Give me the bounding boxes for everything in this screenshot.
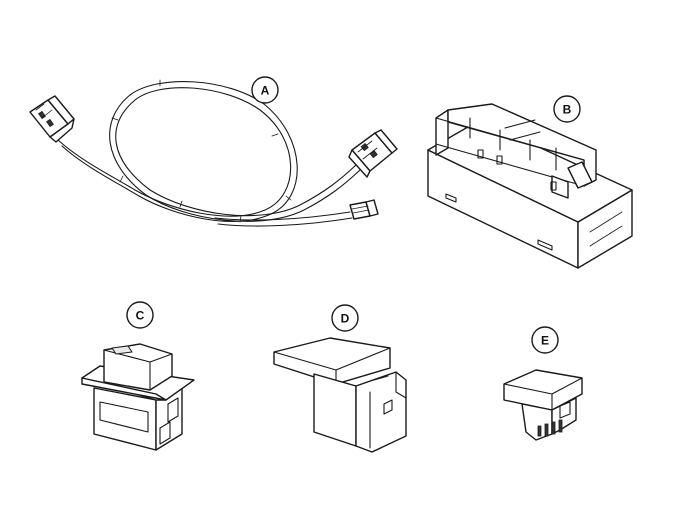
callout-c-label: C	[136, 309, 145, 323]
callout-a-label: A	[261, 84, 270, 98]
part-a-wiring-harness	[29, 79, 398, 227]
callout-b-label: B	[563, 103, 572, 117]
part-b-module-housing	[427, 103, 633, 269]
callout-e: E	[531, 326, 559, 354]
harness-connector-right-lower	[349, 199, 379, 220]
part-c-switch	[81, 343, 195, 451]
callout-a: A	[251, 76, 279, 104]
harness-cable	[57, 79, 361, 227]
harness-connector-left	[29, 95, 75, 143]
part-d-bracket-cover	[273, 337, 407, 453]
callout-d: D	[331, 304, 359, 332]
part-e-small-connector	[503, 369, 583, 441]
callout-e-label: E	[541, 334, 549, 348]
callout-d-label: D	[341, 312, 350, 326]
callout-c: C	[126, 301, 154, 329]
harness-connector-right-upper	[348, 129, 398, 178]
callout-b: B	[553, 95, 581, 123]
